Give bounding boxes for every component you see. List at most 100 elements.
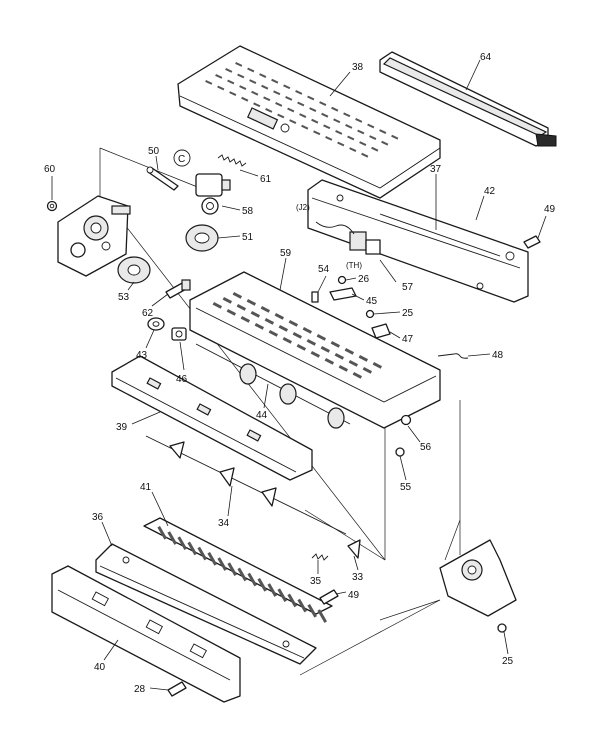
slot (215, 73, 223, 79)
right-side-plate (439, 539, 517, 617)
slot (334, 353, 345, 360)
part-38-top-cover (177, 45, 441, 199)
part-51-gear (185, 224, 219, 252)
slot (325, 135, 333, 141)
part-33-clip (347, 539, 361, 559)
slot (247, 572, 257, 587)
part-49-screw-top (523, 235, 541, 249)
part-28-screw (167, 681, 187, 697)
slot (263, 96, 271, 102)
label-55: 55 (400, 482, 412, 493)
slot (361, 152, 369, 158)
slot (311, 118, 319, 124)
slot (267, 583, 277, 597)
slot (177, 536, 187, 551)
part-34-long-shaft (145, 435, 347, 535)
slot (292, 332, 303, 339)
slot (157, 526, 168, 540)
slot (369, 135, 377, 140)
slot (236, 304, 247, 311)
slot (296, 344, 307, 351)
part-36-bottom-frame (95, 543, 317, 665)
slot (260, 306, 271, 313)
label-40: 40 (94, 662, 106, 673)
part-60-clip (46, 200, 58, 212)
circle-c-marker (173, 149, 191, 167)
small-parts-cluster (311, 275, 391, 339)
slot (367, 123, 375, 129)
slot (306, 339, 317, 346)
slot (207, 552, 217, 566)
slot (355, 117, 363, 123)
part-25-screw-bottom (497, 623, 507, 633)
slot (352, 372, 363, 379)
label-33: 33 (352, 572, 364, 583)
slot (371, 146, 379, 152)
slot (251, 90, 259, 96)
slot (321, 112, 329, 118)
slot (225, 68, 233, 73)
label-34: 34 (218, 518, 230, 529)
slot (320, 346, 331, 353)
label-49-top: 49 (544, 204, 556, 215)
slot (239, 85, 247, 90)
label-59: 59 (280, 248, 292, 259)
slot (349, 147, 357, 152)
label-51: 51 (242, 232, 254, 243)
part-42-back-frame (307, 179, 529, 303)
slot (237, 73, 245, 79)
slot (307, 95, 315, 101)
slot (212, 302, 223, 309)
slot (307, 604, 317, 618)
part-62-screw (165, 279, 191, 299)
slot (282, 337, 293, 344)
slot (391, 134, 399, 140)
label-45: 45 (366, 296, 378, 307)
slot (343, 112, 351, 118)
slot (295, 90, 303, 95)
left-gear-plate (57, 195, 131, 277)
slot (250, 311, 261, 318)
slot (227, 562, 237, 577)
slot (271, 78, 279, 84)
slot (246, 299, 257, 306)
label-60: 60 (44, 164, 56, 175)
part-49-screw-bottom (319, 589, 339, 605)
label-47: 47 (402, 334, 414, 345)
slot (227, 79, 235, 85)
slot (287, 593, 298, 608)
slot (287, 107, 295, 113)
part-48-wire (437, 353, 469, 359)
label-64: 64 (480, 52, 492, 63)
slot (217, 557, 227, 571)
slot (247, 67, 255, 73)
slot (335, 130, 343, 135)
slot (197, 546, 207, 561)
slot (277, 588, 287, 603)
slot (226, 309, 237, 316)
label-TH: (TH) (346, 261, 362, 270)
slot (302, 327, 313, 334)
part-35-spring (311, 553, 329, 561)
part-57-sensor (315, 221, 381, 255)
part-44-roller-shaft (195, 343, 351, 429)
slot (331, 106, 339, 112)
label-44: 44 (256, 410, 268, 421)
slot (273, 90, 281, 96)
slot (237, 567, 247, 582)
label-25-bottom: 25 (502, 656, 514, 667)
slot (297, 598, 308, 613)
slot (381, 140, 389, 146)
part-53-roller-gear (117, 256, 151, 284)
slot (240, 316, 251, 323)
callout-labels: 64 38 50 60 C 61 58 51 37 42 49 (J2) (TH… (44, 52, 556, 695)
assembly-lines (99, 147, 461, 676)
slot (309, 107, 317, 112)
slot (264, 318, 275, 325)
slot (344, 348, 355, 355)
label-36: 36 (92, 512, 104, 523)
label-57: 57 (402, 282, 414, 293)
slot (337, 141, 345, 147)
slot (259, 73, 267, 78)
